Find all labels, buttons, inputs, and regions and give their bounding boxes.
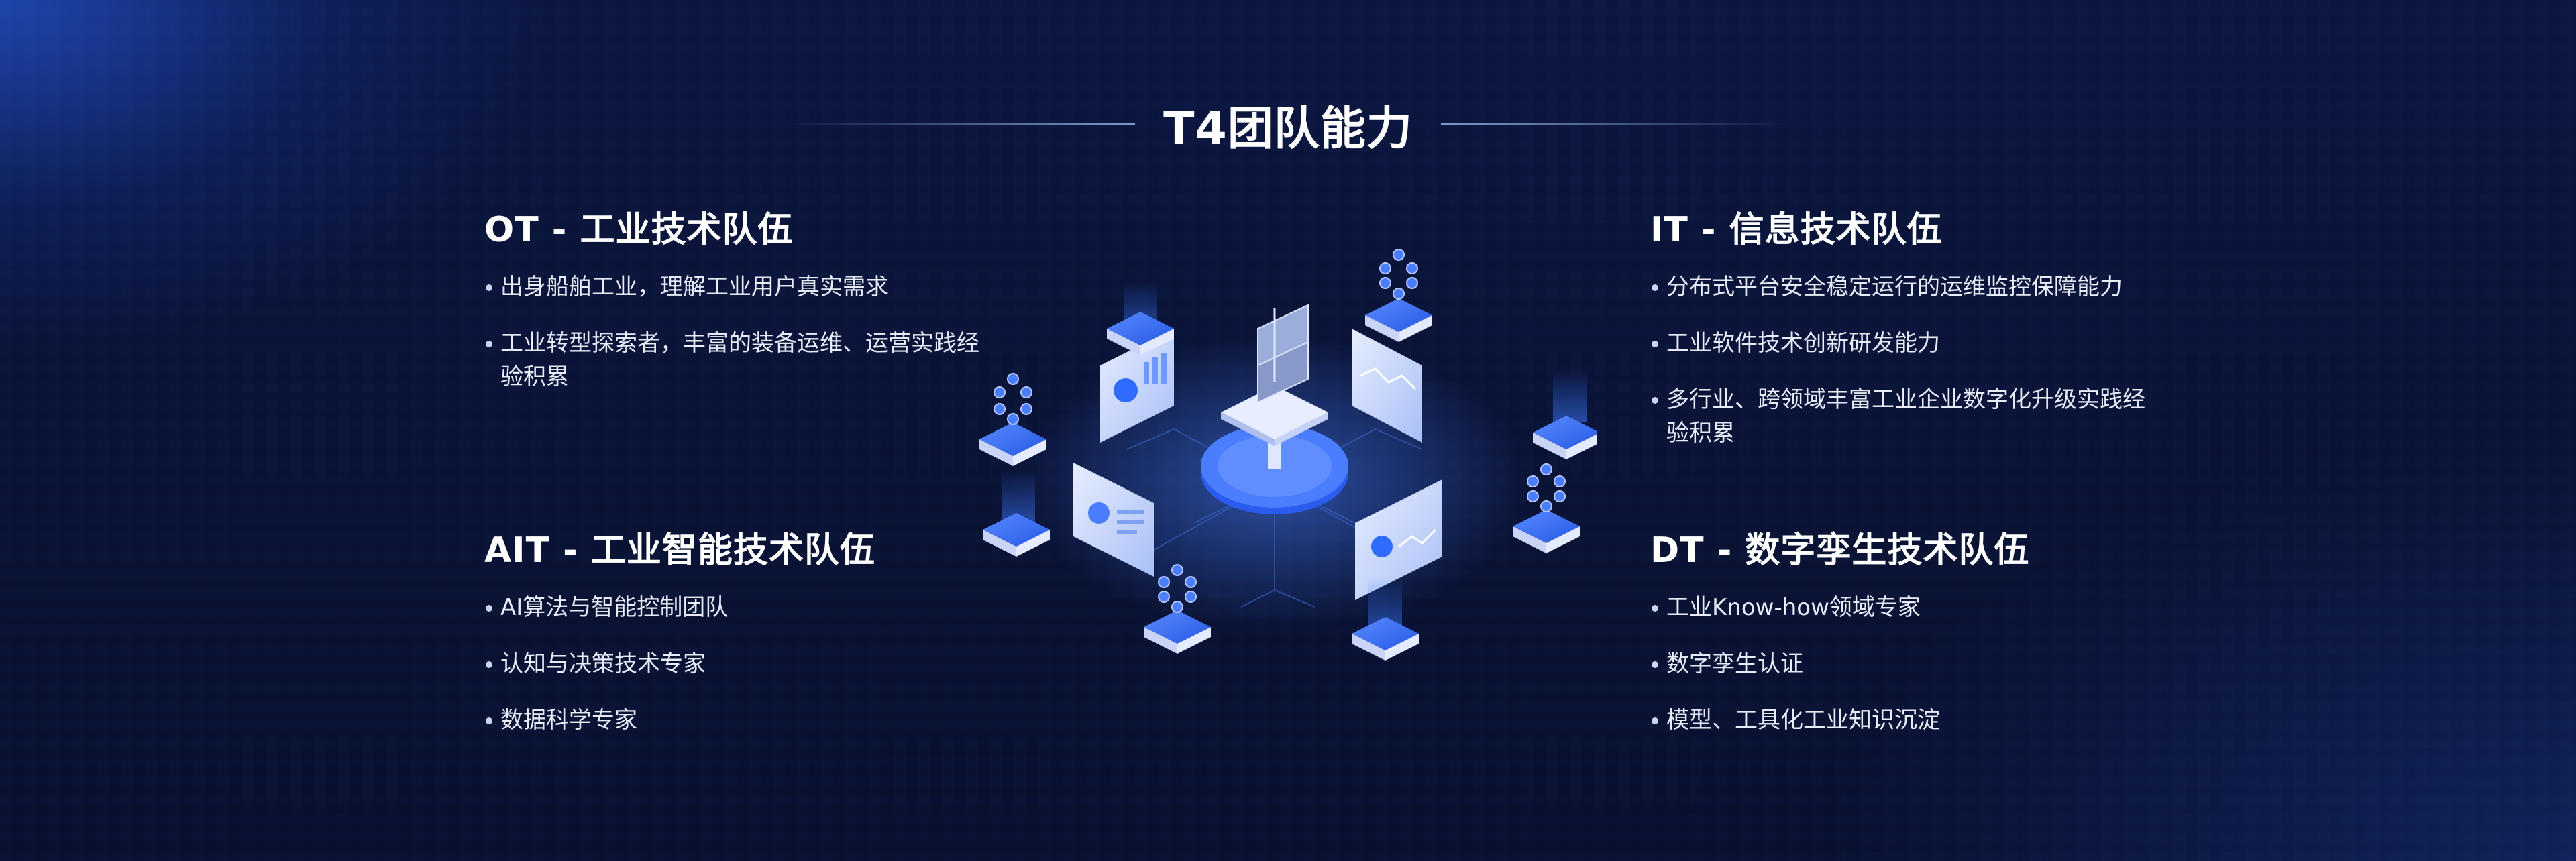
section-dt-heading: DT - 数字孪生技术队伍 (1650, 530, 2030, 571)
list-item: 出身船舶工业，理解工业用户真实需求 (484, 270, 997, 304)
list-item: 数据科学专家 (484, 703, 997, 737)
central-server-icon (1201, 304, 1348, 514)
list-item: 工业软件技术创新研发能力 (1650, 327, 2163, 360)
list-item: 模型、工具化工业知识沉淀 (1650, 703, 2163, 737)
analytics-panel-icon (1355, 479, 1442, 600)
cube-node-icon (1352, 577, 1419, 661)
list-item: 数字孪生认证 (1650, 647, 2163, 681)
section-it-list: 分布式平台安全稳定运行的运维监控保障能力 工业软件技术创新研发能力 多行业、跨领… (1650, 270, 2163, 450)
section-ot: OT - 工业技术队伍 出身船舶工业，理解工业用户真实需求 工业转型探索者，丰富… (484, 201, 997, 416)
section-it-heading: IT - 信息技术队伍 (1650, 210, 1943, 250)
section-dt-list: 工业Know-how领域专家 数字孪生认证 模型、工具化工业知识沉淀 (1650, 591, 2163, 737)
section-it: IT - 信息技术队伍 分布式平台安全稳定运行的运维监控保障能力 工业软件技术创… (1650, 201, 2163, 473)
title-bar: T4团队能力 (0, 91, 2576, 158)
cube-node-icon (1513, 463, 1580, 553)
cube-node-icon (983, 469, 1050, 557)
list-item: 多行业、跨领域丰富工业企业数字化升级实践经验积累 (1650, 383, 2163, 450)
isometric-illustration (953, 241, 1597, 684)
cube-node-icon (1533, 369, 1597, 459)
section-dt: DT - 数字孪生技术队伍 工业Know-how领域专家 数字孪生认证 模型、工… (1650, 522, 2163, 760)
section-ait: AIT - 工业智能技术队伍 AI算法与智能控制团队 认知与决策技术专家 数据科… (484, 522, 997, 760)
cube-node-icon (1144, 564, 1211, 654)
chart-panel-icon (1352, 329, 1422, 443)
title-divider-left (786, 123, 1136, 125)
title-divider-right (1440, 123, 1790, 125)
section-ot-list: 出身船舶工业，理解工业用户真实需求 工业转型探索者，丰富的装备运维、运营实践经验… (484, 270, 997, 394)
page-title: T4团队能力 (1163, 103, 1413, 156)
document-panel-icon (1073, 463, 1154, 577)
section-ot-heading: OT - 工业技术队伍 (484, 210, 794, 250)
list-item: 认知与决策技术专家 (484, 647, 997, 681)
list-item: 分布式平台安全稳定运行的运维监控保障能力 (1650, 270, 2163, 304)
isometric-network-icon (979, 249, 1597, 661)
cube-node-icon (1107, 282, 1174, 355)
list-item: AI算法与智能控制团队 (484, 591, 997, 624)
list-item: 工业转型探索者，丰富的装备运维、运营实践经验积累 (484, 327, 997, 394)
cube-node-icon (979, 373, 1046, 466)
dashboard-panel-icon (1100, 329, 1174, 443)
section-ait-heading: AIT - 工业智能技术队伍 (484, 530, 875, 571)
section-ait-list: AI算法与智能控制团队 认知与决策技术专家 数据科学专家 (484, 591, 997, 737)
list-item: 工业Know-how领域专家 (1650, 591, 2163, 624)
cube-node-icon (1365, 249, 1432, 342)
